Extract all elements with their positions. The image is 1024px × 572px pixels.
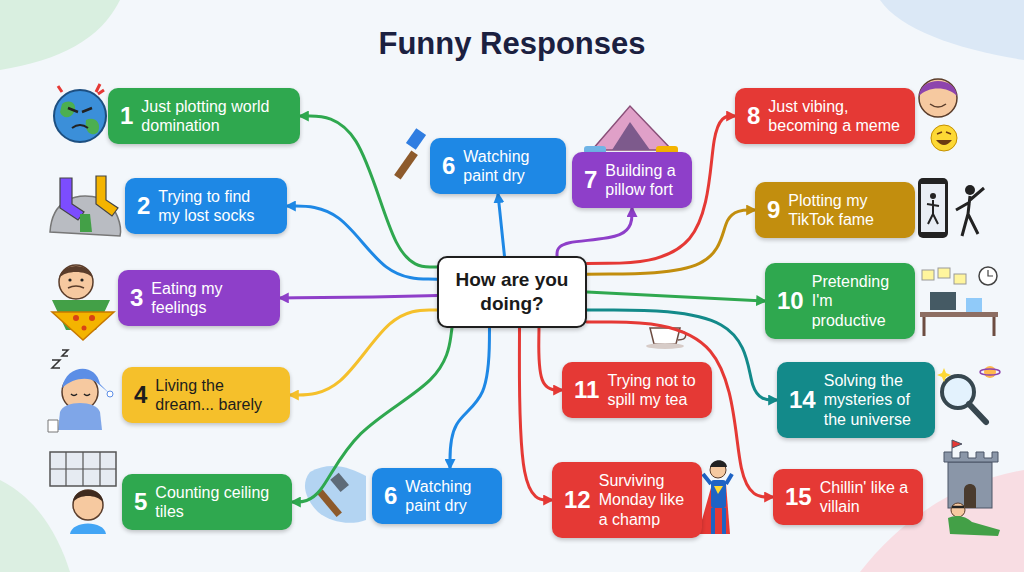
pillow-fort-icon xyxy=(584,106,678,154)
response-box: 15 Chillin' like a villain xyxy=(773,469,923,525)
response-text: Solving the mysteries of the universe xyxy=(824,371,923,429)
central-question: How are you doing? xyxy=(437,256,587,328)
response-box: 3 Eating my feelings xyxy=(118,270,280,326)
response-number: 9 xyxy=(767,196,780,224)
ceiling-tiles-icon xyxy=(50,452,116,534)
sleepy-person-icon xyxy=(48,350,113,432)
response-number: 7 xyxy=(584,166,597,194)
response-box: 7 Building a pillow fort xyxy=(572,152,692,208)
diagram-title: Funny Responses xyxy=(0,26,1024,62)
connector-arrow xyxy=(290,310,437,395)
response-box: 12 Surviving Monday like a champ xyxy=(552,462,702,538)
response-number: 12 xyxy=(564,486,591,514)
connector-arrow xyxy=(587,210,755,274)
connector-arrow xyxy=(287,206,437,279)
response-text: Living the dream... barely xyxy=(155,376,278,414)
response-text: How are you doing? xyxy=(451,268,573,316)
pizza-eater-icon xyxy=(52,265,114,340)
phone-dance-icon xyxy=(918,178,984,238)
response-text: Just plotting world domination xyxy=(141,97,288,135)
response-box: 5 Counting ceiling tiles xyxy=(122,474,292,530)
response-number: 10 xyxy=(777,287,804,315)
response-number: 8 xyxy=(747,102,760,130)
response-text: Watching paint dry xyxy=(405,477,490,515)
connector-arrow xyxy=(587,116,735,263)
castle-villain-icon xyxy=(944,440,1000,536)
response-text: Building a pillow fort xyxy=(605,161,680,199)
angry-globe-icon xyxy=(54,84,106,142)
response-number: 15 xyxy=(785,483,812,511)
response-text: Eating my feelings xyxy=(151,279,268,317)
messy-desk-icon xyxy=(920,267,998,336)
magnifier-icon xyxy=(937,366,1000,422)
response-text: Trying to find my lost socks xyxy=(158,187,275,225)
connector-arrow xyxy=(450,328,490,468)
response-box: 14 Solving the mysteries of the universe xyxy=(777,362,935,438)
response-box: 8 Just vibing, becoming a meme xyxy=(735,88,915,144)
response-box: 4 Living the dream... barely xyxy=(122,367,290,423)
connector-arrow xyxy=(587,292,765,301)
connector-arrow xyxy=(557,208,632,256)
response-text: Just vibing, becoming a meme xyxy=(768,97,903,135)
connector-arrow xyxy=(539,328,562,390)
response-number: 11 xyxy=(574,376,599,404)
response-text: Chillin' like a villain xyxy=(820,478,911,516)
response-number: 5 xyxy=(134,488,147,516)
response-number: 14 xyxy=(789,386,816,414)
response-text: Watching paint dry xyxy=(463,147,554,185)
sock-pile-icon xyxy=(50,176,120,236)
response-box: 9 Plotting my TikTok fame xyxy=(755,182,915,238)
response-box: 10 Pretending I'm productive xyxy=(765,263,915,339)
response-number: 1 xyxy=(120,102,133,130)
response-text: Trying not to spill my tea xyxy=(607,371,700,409)
connector-arrow xyxy=(300,116,437,267)
response-text: Counting ceiling tiles xyxy=(155,483,280,521)
superhero-icon xyxy=(698,460,732,534)
response-number: 3 xyxy=(130,284,143,312)
connector-arrow xyxy=(519,328,552,500)
response-number: 2 xyxy=(137,192,150,220)
response-box: 2 Trying to find my lost socks xyxy=(125,178,287,234)
response-number: 6 xyxy=(442,152,455,180)
response-box: 6 Watching paint dry xyxy=(372,468,502,524)
response-text: Pretending I'm productive xyxy=(812,272,903,330)
connector-arrow xyxy=(280,296,437,298)
paint-brush-icon xyxy=(394,128,426,179)
response-box: 6 Watching paint dry xyxy=(430,138,566,194)
response-box: 1 Just plotting world domination xyxy=(108,88,300,144)
meme-person-icon xyxy=(919,79,957,151)
response-box: 11 Trying not to spill my tea xyxy=(562,362,712,418)
response-number: 6 xyxy=(384,482,397,510)
connector-arrow xyxy=(498,194,505,256)
response-text: Surviving Monday like a champ xyxy=(599,471,690,529)
response-number: 4 xyxy=(134,381,147,409)
response-text: Plotting my TikTok fame xyxy=(788,191,903,229)
